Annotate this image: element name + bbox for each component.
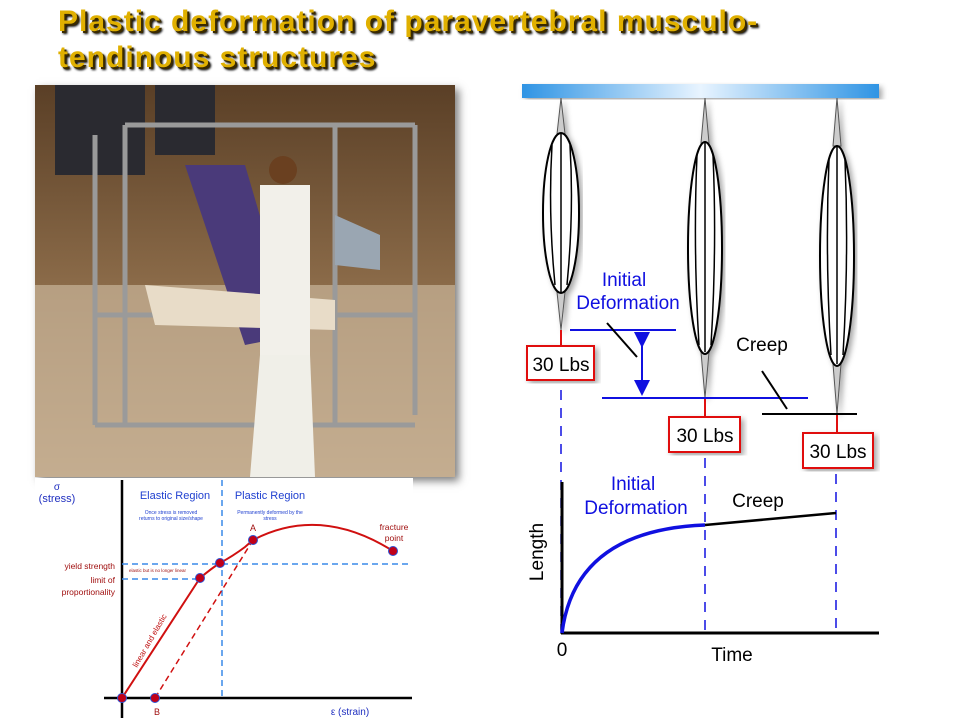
label-a: A bbox=[250, 523, 256, 533]
strain-label: ε (strain) bbox=[331, 707, 369, 718]
elastic-note-1: Once stress is removed bbox=[145, 510, 198, 516]
fracture-label-2: point bbox=[385, 533, 404, 543]
muscle-2 bbox=[687, 97, 723, 399]
stress-strain-curve bbox=[121, 523, 394, 699]
unloading-line bbox=[154, 539, 254, 699]
weight-box-1 bbox=[526, 345, 595, 381]
initial-deformation-curve bbox=[560, 523, 706, 634]
plastic-note-1: Permanently deformed by the bbox=[237, 510, 303, 516]
sigma-symbol: σ bbox=[54, 482, 61, 493]
creep-label: Creep bbox=[736, 335, 788, 356]
weight-box-2 bbox=[668, 416, 741, 453]
yield-strength-label: yield strength bbox=[64, 561, 115, 571]
muscle-1 bbox=[542, 97, 580, 331]
limit-label-1: limit of bbox=[90, 575, 115, 585]
initial-deformation-line1: Initial bbox=[602, 270, 646, 291]
point-a bbox=[248, 535, 258, 545]
elastic-note-2: returns to original size/shape bbox=[139, 516, 203, 522]
graph-creep-label: Creep bbox=[732, 491, 784, 512]
weight-label-1: 30 Lbs bbox=[532, 355, 589, 376]
plastic-note-2: stress bbox=[263, 516, 277, 522]
origin-point bbox=[117, 693, 127, 703]
elastic-region-label: Elastic Region bbox=[140, 490, 210, 502]
y-axis-label: Length bbox=[527, 523, 548, 581]
yield-point bbox=[215, 558, 225, 568]
x-axis-label: Time bbox=[711, 645, 753, 666]
fracture-point bbox=[388, 546, 398, 556]
muscle-3 bbox=[819, 97, 855, 415]
plastic-region-label: Plastic Region bbox=[235, 490, 305, 502]
limit-point bbox=[195, 573, 205, 583]
limit-label-2: proportionality bbox=[62, 587, 116, 597]
elastic-nonlinear-label: elastic but is no longer linear bbox=[129, 568, 187, 573]
weight-box-3 bbox=[802, 432, 874, 469]
point-b bbox=[150, 693, 160, 703]
label-b: B bbox=[154, 707, 160, 717]
creep-curve bbox=[704, 511, 837, 527]
stress-label: (stress) bbox=[39, 493, 76, 505]
support-bar bbox=[522, 84, 879, 98]
graph-initial-line2: Deformation bbox=[584, 498, 688, 519]
graph-initial-line1: Initial bbox=[611, 474, 655, 495]
origin-label: 0 bbox=[557, 640, 568, 661]
length-time-graph: Initial Deformation Creep Length Time 0 bbox=[527, 474, 879, 666]
title-line-1: Plastic deformation of paravertebral mus… bbox=[58, 5, 759, 38]
weight-label-2: 30 Lbs bbox=[676, 426, 733, 447]
fracture-label-1: fracture bbox=[380, 522, 409, 532]
stress-strain-chart: σ (stress) Elastic Region Plastic Region… bbox=[35, 478, 413, 720]
slide-title: Plastic deformation of paravertebral mus… bbox=[58, 4, 758, 76]
traction-table-photo bbox=[35, 85, 455, 477]
weight-label-3: 30 Lbs bbox=[809, 442, 866, 463]
initial-deformation-line2: Deformation bbox=[576, 293, 680, 314]
title-line-2: tendinous structures bbox=[58, 41, 377, 74]
